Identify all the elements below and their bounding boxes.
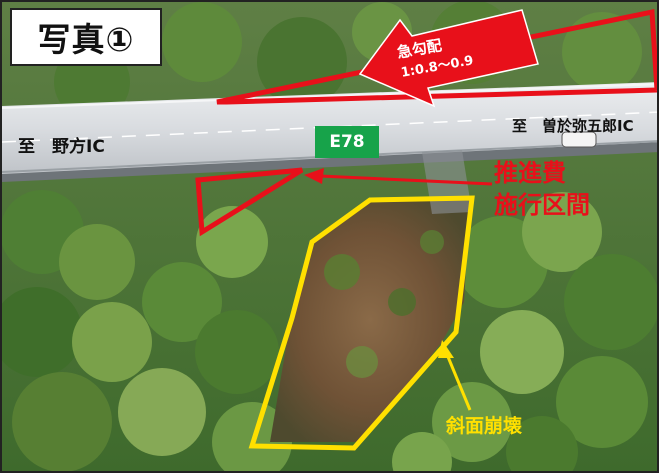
landslide-outline <box>248 195 475 451</box>
collapse-arrowhead-icon <box>438 340 454 358</box>
construction-area-outline <box>195 167 304 237</box>
collapse-pointer <box>444 351 472 411</box>
section-pointer <box>319 174 493 186</box>
route-number-badge: E78 <box>315 126 379 158</box>
section-label-line2: 施行区間 <box>494 191 590 219</box>
landslide-scar <box>270 198 470 442</box>
slope-collapse-label: 斜面崩壊 <box>446 415 523 437</box>
car-icon <box>561 131 597 148</box>
section-label-line1: 推進費 <box>494 159 566 187</box>
section-arrowhead-icon <box>304 168 324 184</box>
direction-right-label: 至 曽於弥五郎IC <box>512 117 634 135</box>
direction-left-label: 至 野方IC <box>18 137 105 157</box>
slope-arrow-icon <box>358 9 539 108</box>
landslide-vegetation <box>324 230 444 378</box>
photo-title: 写真① <box>10 8 162 66</box>
